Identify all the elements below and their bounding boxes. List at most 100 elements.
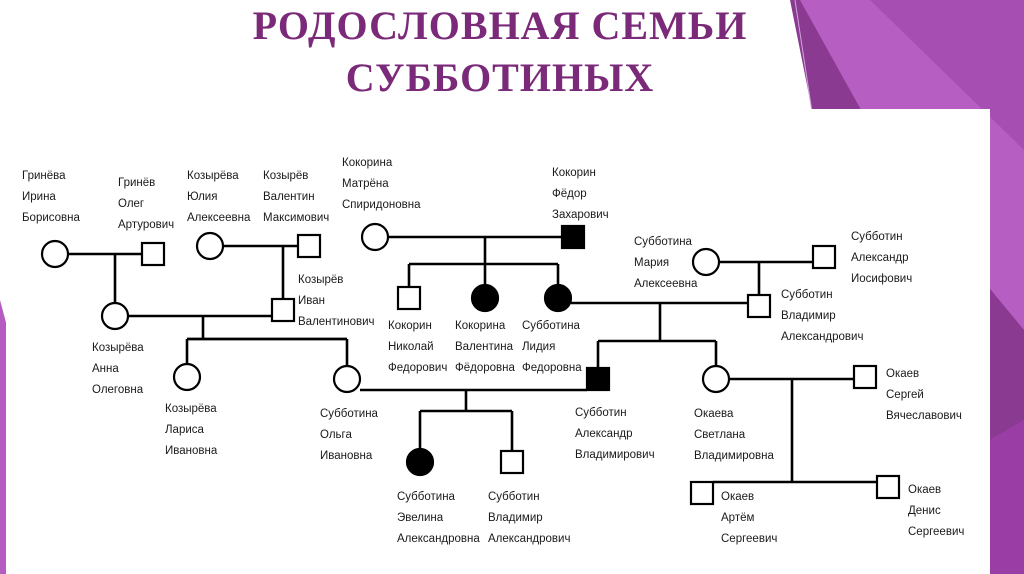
female-symbol-subbotina_olga (332, 364, 362, 394)
given-name: Ольга (320, 429, 352, 441)
given-name: Мария (634, 257, 670, 269)
affected-male-symbol-kokorin_fedor (560, 224, 586, 250)
affected-female-symbol-subbotina_lidia (543, 283, 573, 313)
patronymic: Александрович (488, 533, 571, 545)
surname: Гринёва (22, 170, 66, 182)
male-symbol-kokorin_nikolai (396, 285, 422, 311)
patronymic: Сергеевич (908, 526, 965, 538)
given-name: Владимир (781, 310, 836, 322)
female-symbol-kozyreva_larisa (172, 362, 202, 392)
male-symbol-grinev_oleg (140, 241, 166, 267)
male-symbol-subbotin_vladimir_a (746, 293, 772, 319)
male-symbol-okaev_artyom (689, 480, 715, 506)
male-symbol-okaev_sergei (852, 364, 878, 390)
given-name: Александр (851, 252, 909, 264)
surname: Кокорина (455, 320, 506, 332)
female-symbol-okaeva_svetlana (701, 364, 731, 394)
surname: Гринёв (118, 177, 156, 189)
patronymic: Валентинович (298, 316, 375, 328)
surname: Окаева (694, 408, 734, 420)
patronymic: Федорович (388, 362, 448, 374)
given-name: Денис (908, 505, 941, 517)
surname: Кокорина (342, 157, 393, 169)
slide-title-line-2: СУББОТИНЫХ (345, 55, 655, 100)
male-symbol-okaev_denis (875, 474, 901, 500)
surname: Кокорин (552, 167, 596, 179)
female-symbol-kozyreva_anna (100, 301, 130, 331)
female-symbol-kokorina_matryona (360, 222, 390, 252)
surname: Окаев (908, 484, 942, 496)
female-symbol-grineva_irina (40, 239, 70, 269)
surname: Окаев (721, 491, 755, 503)
patronymic: Ивановна (320, 450, 373, 462)
male-symbol-kozyrev_ivan (270, 297, 296, 323)
patronymic: Фёдоровна (455, 362, 515, 374)
given-name: Валентина (455, 341, 513, 353)
given-name: Ирина (22, 191, 56, 203)
given-name: Анна (92, 363, 119, 375)
male-symbol-subbotin_vladimir_al (499, 449, 525, 475)
given-name: Матрёна (342, 178, 389, 190)
surname: Субботин (575, 407, 627, 419)
surname: Субботин (781, 289, 833, 301)
patronymic: Александрович (781, 331, 864, 343)
accent-thin-line (794, 0, 813, 113)
given-name: Светлана (694, 429, 746, 441)
patronymic: Федоровна (522, 362, 582, 374)
surname: Козырёва (92, 342, 144, 354)
surname: Козырёв (298, 274, 344, 286)
given-name: Артём (721, 512, 755, 524)
given-name: Фёдор (552, 188, 587, 200)
surname: Кокорин (388, 320, 432, 332)
affected-female-symbol-kokorina_valentina (470, 283, 500, 313)
surname: Субботина (522, 320, 580, 332)
given-name: Сергей (886, 389, 924, 401)
surname: Субботина (397, 491, 455, 503)
patronymic: Ивановна (165, 445, 218, 457)
patronymic: Владимирович (575, 449, 655, 461)
given-name: Лариса (165, 424, 204, 436)
patronymic: Олеговна (92, 384, 144, 396)
surname: Козырёва (165, 403, 217, 415)
surname: Субботина (320, 408, 378, 420)
male-symbol-subbotin_alexander_i (811, 244, 837, 270)
female-symbol-kozyreva_yulia (195, 231, 225, 261)
surname: Козырёв (263, 170, 309, 182)
patronymic: Борисовна (22, 212, 80, 224)
patronymic: Максимович (263, 212, 330, 224)
surname: Субботин (851, 231, 903, 243)
patronymic: Захарович (552, 209, 609, 221)
given-name: Александр (575, 428, 633, 440)
person-symbols (40, 222, 901, 506)
surname: Субботин (488, 491, 540, 503)
given-name: Эвелина (397, 512, 444, 524)
patronymic: Алексеевна (634, 278, 698, 290)
female-symbol-subbotina_maria (691, 247, 721, 277)
patronymic: Иосифович (851, 273, 913, 285)
given-name: Владимир (488, 512, 543, 524)
surname: Окаев (886, 368, 920, 380)
relationship-lines (68, 235, 877, 484)
given-name: Николай (388, 341, 434, 353)
patronymic: Владимировна (694, 450, 774, 462)
given-name: Валентин (263, 191, 315, 203)
